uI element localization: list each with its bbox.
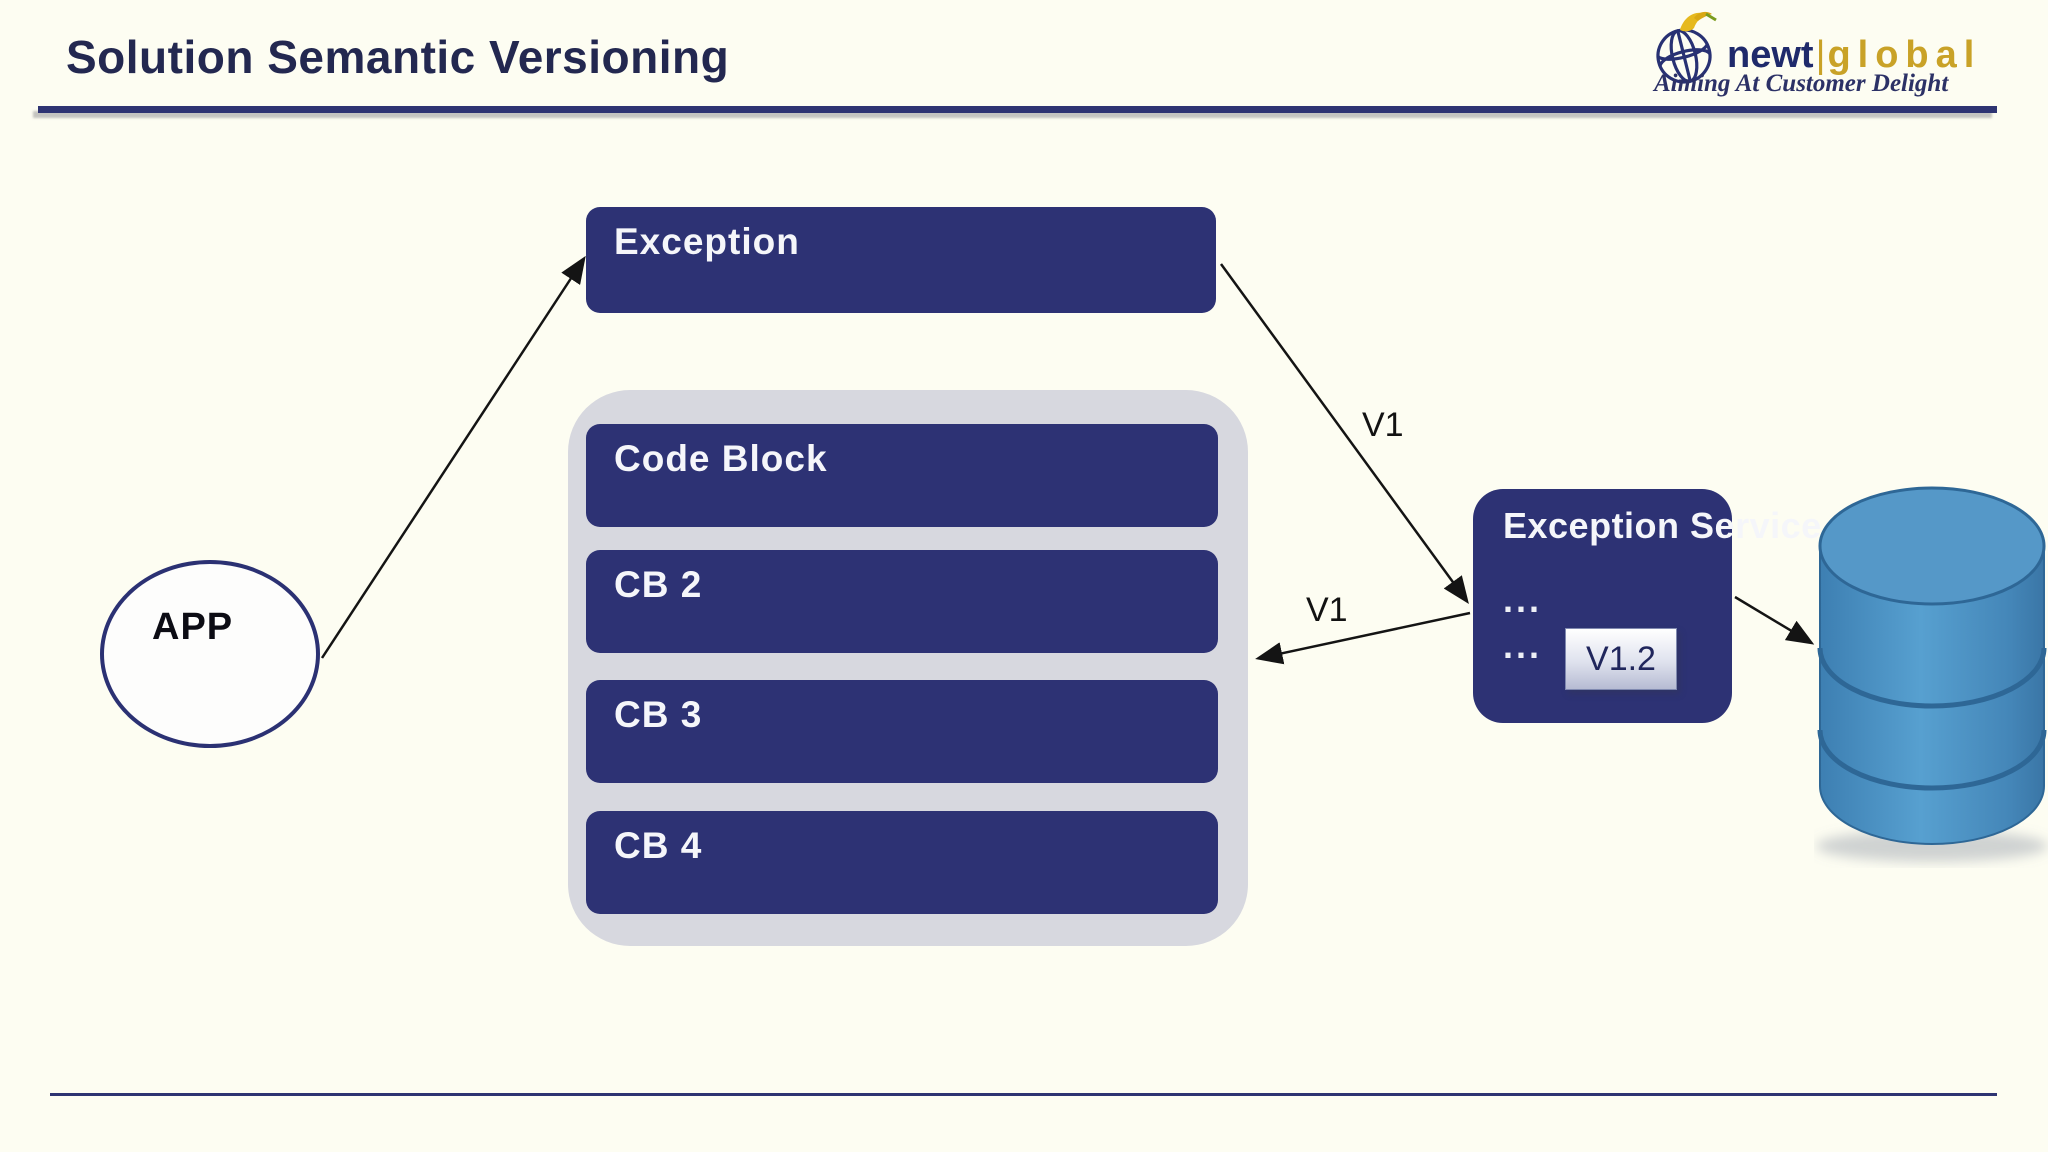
company-logo: newt|global Aiming At Customer Delight — [1650, 6, 2010, 106]
page-title: Solution Semantic Versioning — [66, 31, 730, 83]
node-cb4: CB 4 — [586, 811, 1218, 914]
node-cb4-label: CB 4 — [614, 825, 703, 866]
arrow-service-to-database — [1734, 595, 1815, 645]
node-cb2-label: CB 2 — [614, 564, 703, 605]
node-app: APP — [100, 560, 320, 748]
node-exception-service: Exception Service ... ... V1.2 — [1473, 489, 1822, 723]
node-app-label: APP — [152, 606, 234, 648]
title-underline — [38, 106, 1997, 113]
service-ellipsis-1: ... — [1503, 579, 1543, 620]
node-exception-service-label: Exception Service — [1503, 505, 1822, 546]
database-icon — [1816, 486, 2048, 862]
service-ellipsis-2: ... — [1503, 625, 1543, 666]
bird-icon — [1680, 11, 1717, 32]
arrow-service-to-codeblocks — [1255, 611, 1471, 665]
logo-text-global: global — [1827, 34, 1982, 76]
node-code-block-label: Code Block — [614, 438, 828, 479]
node-exception: Exception — [586, 207, 1216, 313]
arrow-label-v1-top: V1 — [1362, 406, 1404, 444]
node-cb3-label: CB 3 — [614, 694, 703, 735]
arrow-exception-to-service — [1219, 263, 1469, 605]
logo-text-newt: newt — [1727, 34, 1814, 76]
arrow-app-to-exception — [320, 255, 586, 659]
logo-tagline: Aiming At Customer Delight — [1654, 70, 1949, 97]
logo-wordmark: newt|global — [1727, 34, 1981, 77]
version-badge: V1.2 — [1565, 628, 1677, 690]
footer-rule — [50, 1093, 1997, 1096]
node-cb2: CB 2 — [586, 550, 1218, 653]
arrow-label-v1-bottom: V1 — [1306, 591, 1348, 629]
node-exception-label: Exception — [614, 221, 800, 262]
node-cb3: CB 3 — [586, 680, 1218, 783]
logo-separator: | — [1815, 34, 1826, 76]
globe-icon — [1656, 11, 1717, 84]
node-code-block: Code Block — [586, 424, 1218, 527]
